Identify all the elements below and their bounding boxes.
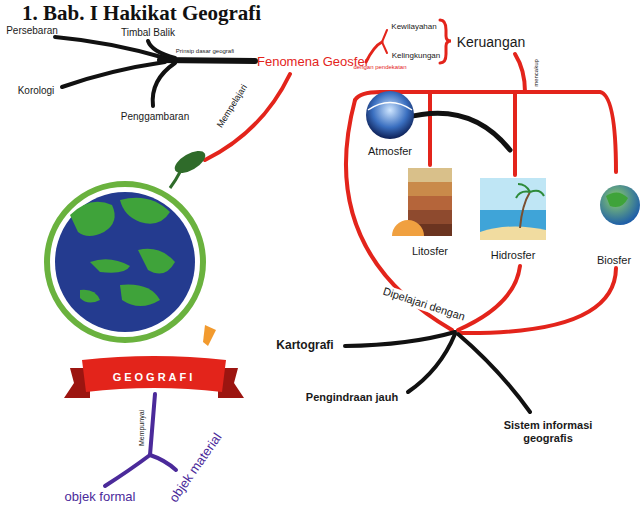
branch-label: objek formal bbox=[65, 490, 136, 505]
ribbon-node: GEOGRAFI bbox=[109, 369, 200, 385]
illustration-part bbox=[160, 60, 255, 61]
illustration-part bbox=[148, 41, 175, 58]
illustration-part bbox=[480, 226, 546, 240]
illustration-part bbox=[516, 184, 544, 198]
illustration-part bbox=[428, 92, 432, 165]
illustration-part bbox=[392, 220, 424, 236]
illustration-part bbox=[138, 249, 175, 274]
illustration-part bbox=[171, 147, 208, 178]
illustration-part bbox=[203, 325, 216, 346]
branch-label: Mempunyai bbox=[138, 410, 146, 446]
illustration-part bbox=[90, 259, 130, 272]
illustration-part bbox=[458, 266, 520, 330]
illustration-part bbox=[153, 63, 175, 106]
sphere-branches bbox=[346, 54, 616, 333]
illustration-part bbox=[513, 92, 517, 175]
illustration-part bbox=[62, 62, 165, 87]
illustration-part bbox=[408, 334, 455, 392]
illustration-part bbox=[150, 394, 155, 455]
branch-label: Kartografi bbox=[276, 339, 333, 353]
illustration-part bbox=[366, 91, 414, 139]
branch-label: Dipelajari dengan bbox=[379, 284, 468, 324]
illustration-part bbox=[520, 192, 530, 228]
branch-label: Pengindraan jauh bbox=[306, 391, 398, 404]
illustration-part bbox=[405, 113, 510, 150]
illustration-part bbox=[480, 210, 546, 240]
branch-label: Korologi bbox=[18, 85, 55, 97]
atmosphere-icon bbox=[366, 91, 414, 139]
branch-label: Keruangan bbox=[457, 34, 526, 50]
illustration-part bbox=[105, 455, 150, 486]
globe-icon bbox=[47, 147, 216, 346]
illustration-part bbox=[458, 334, 530, 412]
illustration-part bbox=[80, 290, 100, 303]
illustration-part bbox=[55, 192, 195, 332]
branch-label: Kelingkungan bbox=[392, 51, 440, 60]
illustration-part bbox=[460, 268, 616, 333]
illustration-part bbox=[150, 455, 176, 470]
illustration-part bbox=[515, 54, 525, 92]
illustration-part bbox=[382, 30, 387, 42]
branch-label: Hidrosfer bbox=[491, 249, 536, 262]
ribbon-text: GEOGRAFI bbox=[113, 371, 196, 383]
illustration-part bbox=[47, 184, 203, 340]
illustration-part bbox=[408, 182, 452, 196]
illustration-part bbox=[70, 202, 115, 236]
branch-label: Timbal Balik bbox=[121, 27, 175, 39]
biosphere-icon bbox=[600, 185, 640, 225]
illustration-part bbox=[82, 356, 226, 392]
branch-label: Prinsip dasar geografi bbox=[176, 48, 234, 55]
method-branches bbox=[345, 113, 530, 412]
branch-label: Fenomena Geosfer bbox=[257, 55, 369, 70]
illustration-part bbox=[600, 185, 640, 225]
illustration-part bbox=[170, 172, 180, 188]
branch-label: Kewilayahan bbox=[391, 22, 436, 31]
chapter-title: 1. Bab. I Hakikat Geografi bbox=[22, 1, 261, 26]
object-branches bbox=[105, 394, 176, 486]
illustration-part bbox=[382, 42, 387, 53]
lithosphere-icon bbox=[392, 168, 452, 236]
branch-label: Persebaran bbox=[6, 25, 58, 37]
branch-label: Atmosfer bbox=[368, 145, 412, 158]
ribbon-banner bbox=[64, 356, 244, 398]
branch-label: Penggambaran bbox=[121, 111, 189, 123]
hydrosphere-icon bbox=[480, 178, 546, 240]
principle-branches bbox=[55, 37, 255, 106]
branch-label: dengan pendekatan bbox=[353, 64, 406, 71]
illustration-part bbox=[408, 196, 452, 210]
branch-label: Biosfer bbox=[597, 254, 631, 267]
illustration-part bbox=[120, 285, 160, 306]
illustration-part bbox=[408, 168, 452, 182]
branch-label: mencakup bbox=[533, 59, 540, 87]
branch-label: Litosfer bbox=[412, 245, 448, 258]
branch-label: Sistem informasi geografis bbox=[492, 419, 604, 444]
branch-label: Mempelajari bbox=[215, 82, 250, 129]
illustration-part bbox=[440, 20, 451, 63]
illustration-part bbox=[606, 192, 628, 207]
illustration-part bbox=[120, 198, 170, 224]
illustration-part bbox=[205, 74, 290, 160]
illustration-part bbox=[345, 332, 455, 346]
illustration-part bbox=[480, 178, 546, 240]
illustration-part bbox=[368, 103, 412, 111]
illustration-part bbox=[355, 92, 616, 172]
